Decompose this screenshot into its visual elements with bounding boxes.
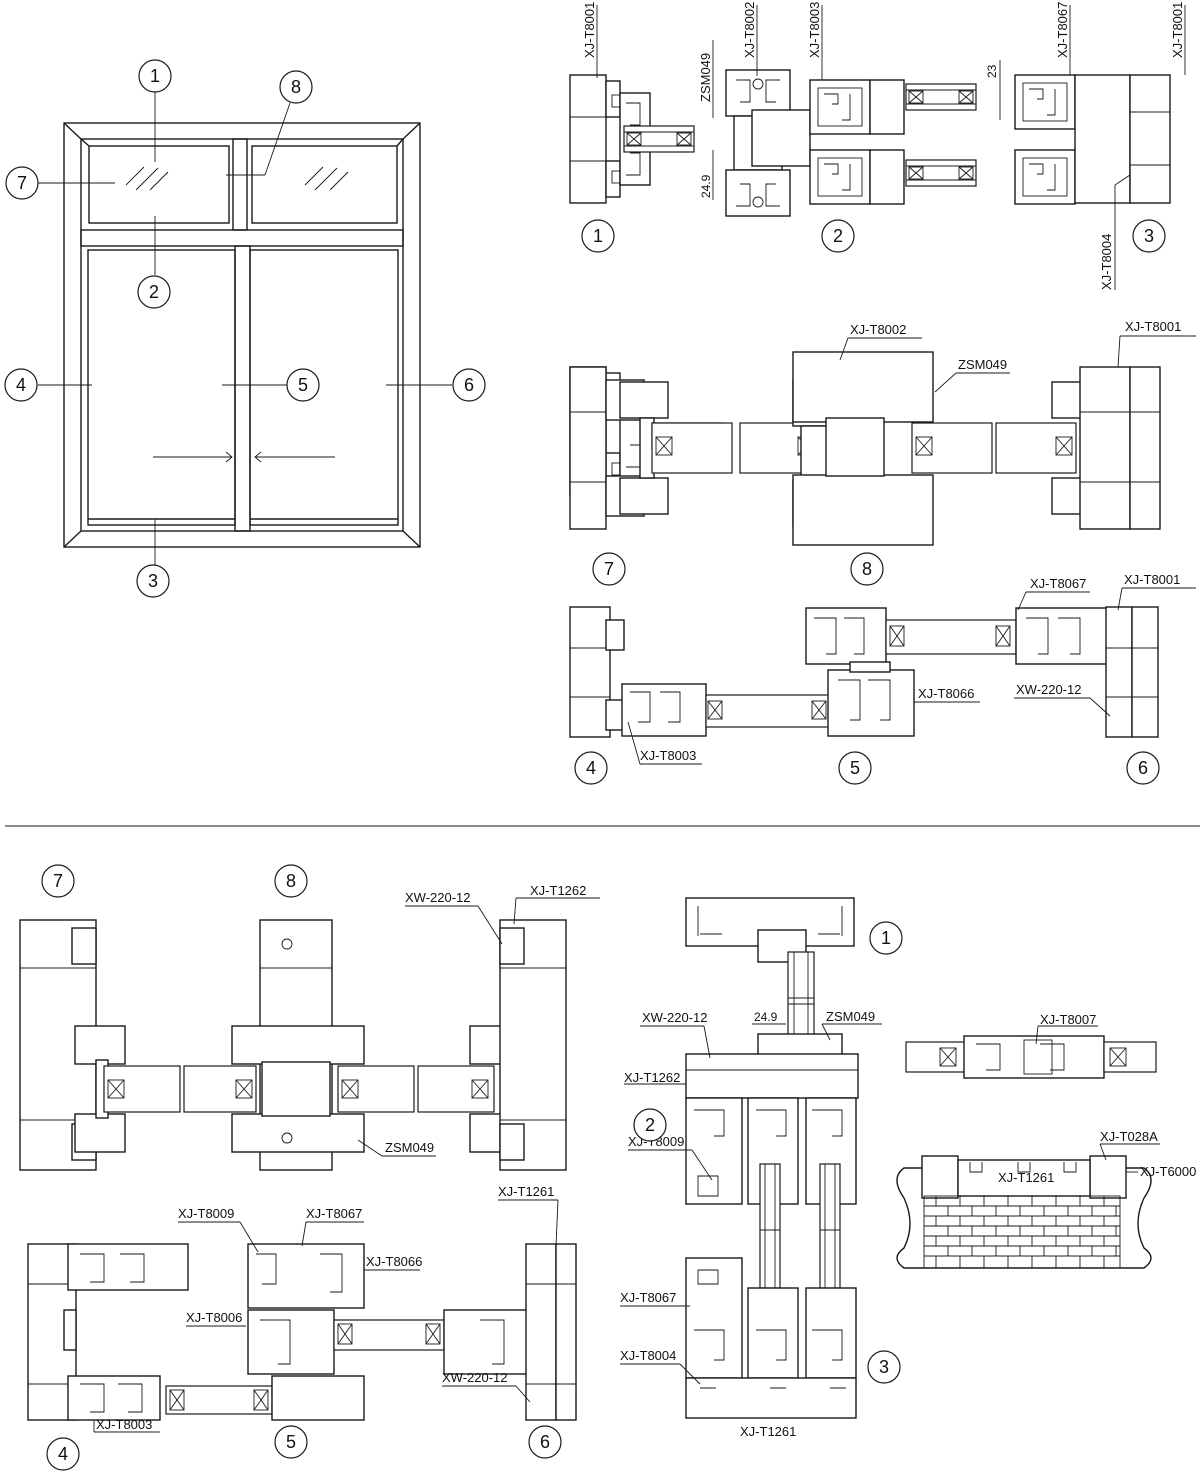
label-zsm049: ZSM049 bbox=[385, 1140, 434, 1155]
vertical-callout-1: 1 bbox=[869, 921, 903, 955]
elevation-callout-6: 6 bbox=[452, 368, 486, 402]
section-78-callout-7: 7 bbox=[592, 552, 626, 586]
dimension-23: 23 bbox=[985, 64, 999, 78]
dimension-24-9: 24.9 bbox=[754, 1010, 778, 1024]
label-xj-t8002: XJ-T8002 bbox=[742, 2, 757, 58]
lower-456-callout-6: 6 bbox=[528, 1425, 562, 1459]
callout-number: 4 bbox=[586, 758, 596, 778]
elevation-callout-2: 2 bbox=[137, 275, 171, 309]
section-7-8 bbox=[569, 335, 1196, 546]
label-xj-t8001-a: XJ-T8001 bbox=[582, 2, 597, 58]
label-xj-t8001: XJ-T8001 bbox=[1124, 572, 1180, 587]
lower-456-callout-4: 4 bbox=[46, 1437, 80, 1471]
label-xj-t8001: XJ-T8001 bbox=[1125, 319, 1181, 334]
elevation-callout-7: 7 bbox=[5, 166, 39, 200]
callout-number: 6 bbox=[1138, 758, 1148, 778]
callout-number: 7 bbox=[17, 173, 27, 193]
label-xj-t1261: XJ-T1261 bbox=[998, 1170, 1054, 1185]
lower-section-4-5-6 bbox=[27, 1199, 577, 1433]
section-456-callout-4: 4 bbox=[574, 751, 608, 785]
section-top-callout-1: 1 bbox=[581, 219, 615, 253]
label-xj-t8067: XJ-T8067 bbox=[1030, 576, 1086, 591]
label-xj-t1261: XJ-T1261 bbox=[740, 1424, 796, 1439]
elevation-callout-8: 8 bbox=[279, 70, 313, 104]
lower-section-7-8 bbox=[19, 897, 600, 1171]
label-xj-t1262: XJ-T1262 bbox=[624, 1070, 680, 1085]
label-xj-t6000: XJ-T6000 bbox=[1140, 1164, 1196, 1179]
callout-number: 6 bbox=[464, 375, 474, 395]
label-xj-t8067: XJ-T8067 bbox=[306, 1206, 362, 1221]
callout-number: 2 bbox=[833, 226, 843, 246]
callout-number: 5 bbox=[298, 375, 308, 395]
section-456-callout-5: 5 bbox=[838, 751, 872, 785]
label-xw-220-12: XW-220-12 bbox=[405, 890, 471, 905]
window-elevation bbox=[38, 92, 452, 565]
label-xj-t8001-b: XJ-T8001 bbox=[1170, 2, 1185, 58]
callout-number: 8 bbox=[291, 77, 301, 97]
callout-number: 3 bbox=[148, 571, 158, 591]
label-xj-t8004: XJ-T8004 bbox=[620, 1348, 676, 1363]
lower-456-callout-5: 5 bbox=[274, 1425, 308, 1459]
label-xj-t8066: XJ-T8066 bbox=[366, 1254, 422, 1269]
section-1-2-3 bbox=[569, 5, 1186, 290]
label-xj-t8003: XJ-T8003 bbox=[96, 1417, 152, 1432]
label-xj-t1262: XJ-T1262 bbox=[530, 883, 586, 898]
elevation-callout-5: 5 bbox=[286, 368, 320, 402]
callout-number: 4 bbox=[16, 375, 26, 395]
label-xj-t8066: XJ-T8066 bbox=[918, 686, 974, 701]
lower-78-callout-7: 7 bbox=[41, 864, 75, 898]
detail-xj-t8007 bbox=[905, 1025, 1157, 1079]
label-zsm049: ZSM049 bbox=[958, 357, 1007, 372]
callout-number: 7 bbox=[604, 559, 614, 579]
label-zsm049: ZSM049 bbox=[698, 53, 713, 102]
callout-number: 4 bbox=[58, 1444, 68, 1464]
section-456-callout-6: 6 bbox=[1126, 751, 1160, 785]
brick-pattern bbox=[924, 1196, 1120, 1268]
section-78-callout-8: 8 bbox=[850, 552, 884, 586]
label-zsm049: ZSM049 bbox=[826, 1009, 875, 1024]
label-xw-220-12: XW-220-12 bbox=[442, 1370, 508, 1385]
callout-number: 1 bbox=[593, 226, 603, 246]
label-xj-t8003: XJ-T8003 bbox=[807, 2, 822, 58]
section-4-5-6 bbox=[569, 587, 1196, 765]
elevation-callout-1: 1 bbox=[138, 59, 172, 93]
callout-number: 5 bbox=[286, 1432, 296, 1452]
vertical-section-1-2-3 bbox=[620, 897, 882, 1419]
label-xj-t8006: XJ-T8006 bbox=[186, 1310, 242, 1325]
callout-number: 7 bbox=[53, 871, 63, 891]
callout-number: 2 bbox=[149, 282, 159, 302]
section-top-callout-2: 2 bbox=[821, 219, 855, 253]
label-xj-t8003: XJ-T8003 bbox=[640, 748, 696, 763]
callout-number: 1 bbox=[150, 66, 160, 86]
vertical-callout-2: 2 bbox=[633, 1108, 667, 1142]
section-top-callout-3: 3 bbox=[1132, 219, 1166, 253]
callout-number: 3 bbox=[1144, 226, 1154, 246]
dimension-24-9: 24.9 bbox=[699, 174, 713, 198]
label-xj-t028a: XJ-T028A bbox=[1100, 1129, 1158, 1144]
label-xj-t8002: XJ-T8002 bbox=[850, 322, 906, 337]
label-xj-t8067: XJ-T8067 bbox=[1055, 2, 1070, 58]
label-xj-t8067: XJ-T8067 bbox=[620, 1290, 676, 1305]
label-xj-t8007: XJ-T8007 bbox=[1040, 1012, 1096, 1027]
vertical-callout-3: 3 bbox=[867, 1350, 901, 1384]
elevation-callout-3: 3 bbox=[136, 564, 170, 598]
label-xw-220-12: XW-220-12 bbox=[1016, 682, 1082, 697]
detail-wall-section bbox=[896, 1143, 1160, 1269]
lower-78-callout-8: 8 bbox=[274, 864, 308, 898]
callout-number: 6 bbox=[540, 1432, 550, 1452]
callout-number: 8 bbox=[286, 871, 296, 891]
callout-number: 3 bbox=[879, 1357, 889, 1377]
label-xj-t8004: XJ-T8004 bbox=[1099, 234, 1114, 290]
label-xj-t1261: XJ-T1261 bbox=[498, 1184, 554, 1199]
label-xj-t8009: XJ-T8009 bbox=[178, 1206, 234, 1221]
callout-number: 2 bbox=[645, 1115, 655, 1135]
callout-number: 5 bbox=[850, 758, 860, 778]
elevation-callout-4: 4 bbox=[4, 368, 38, 402]
callout-number: 1 bbox=[881, 928, 891, 948]
label-xw-220-12: XW-220-12 bbox=[642, 1010, 708, 1025]
callout-number: 8 bbox=[862, 559, 872, 579]
